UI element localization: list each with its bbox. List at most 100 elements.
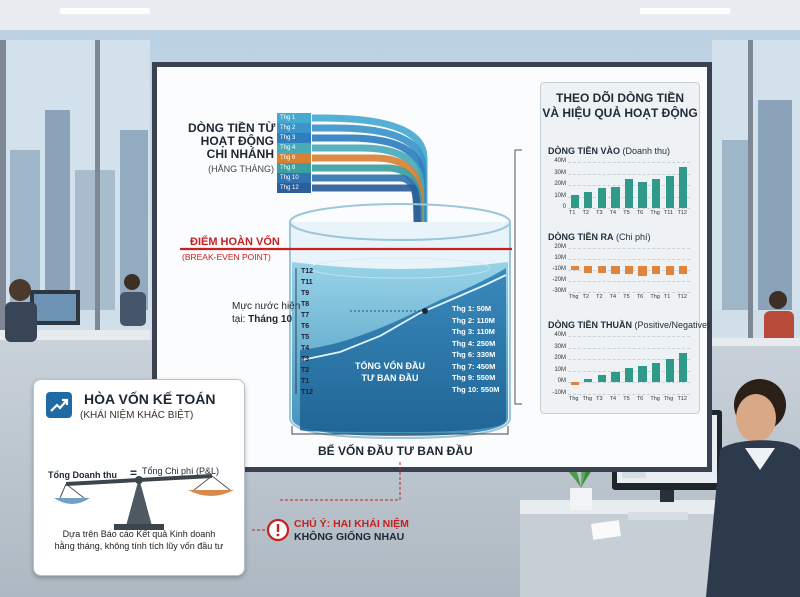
chart-x-tick: T2 <box>582 294 589 300</box>
chart-gridline <box>568 248 690 249</box>
chart-bar <box>584 191 593 208</box>
chart-title: DÒNG TIỀN VÀO (Doanh thu) <box>548 146 670 156</box>
chart-bar <box>570 195 579 208</box>
chart-bar <box>679 166 688 208</box>
chart-bar <box>652 265 661 275</box>
chart-y-tick: -10M <box>552 266 566 272</box>
chart-gridline <box>568 336 690 337</box>
tank-level-label: T9 <box>301 290 310 297</box>
breakeven-label: ĐIỂM HOÀN VỐN <box>190 236 280 248</box>
chart-y-tick: 20M <box>554 181 566 187</box>
chart-x-tick: T2 <box>596 294 603 300</box>
inflow-month-label: Thg 10 <box>277 173 311 183</box>
chart-title-sub: (Doanh thu) <box>620 146 671 156</box>
chart-y-tick: 30M <box>554 343 566 350</box>
inflow-pipe <box>312 114 428 265</box>
chart-x-tick: T5 <box>623 396 630 402</box>
inflow-month-label: Thg 6 <box>277 153 311 163</box>
inflow-month-label: Thg 12 <box>277 183 311 193</box>
chart-bar <box>611 187 620 208</box>
tank-level-label: T6 <box>301 323 310 330</box>
warning-text: CHÚ Ý: HAI KHÁI NIỆM KHÔNG GIỐNG NHAU <box>294 518 409 543</box>
breakeven-sublabel: (BREAK-EVEN POINT) <box>182 252 271 262</box>
panel-title-line2: VÀ HIỆU QUẢ HOẠT ĐỘNG <box>542 106 698 120</box>
cumulative-item: Thg 2: 110M <box>452 315 495 325</box>
chart-y-tick: -20M <box>552 277 566 283</box>
chart-x-tick: Thg <box>650 396 660 402</box>
inflow-month-label: Thg 2 <box>277 123 311 133</box>
chart-y-tick: 10M <box>554 366 566 373</box>
chart-bar <box>570 265 579 270</box>
chart-bar <box>679 265 688 275</box>
inflow-month-label: Thg 4 <box>277 143 311 153</box>
chart-bar <box>679 353 688 383</box>
tank-level-label: T2 <box>301 367 310 374</box>
chart-bar <box>584 378 593 383</box>
chart-y-tick: 10M <box>554 255 566 261</box>
chart-y-tick: 10M <box>554 192 566 199</box>
chart-bar <box>624 265 634 275</box>
warning-icon <box>266 518 290 542</box>
chart-bar <box>624 368 634 383</box>
cumulative-item: Thg 3: 110M <box>452 327 495 336</box>
tank-level-label: T4 <box>301 345 310 352</box>
chart-bar <box>638 366 647 383</box>
chart-gridline <box>568 347 690 349</box>
chart-y-tick: 0M <box>557 378 566 385</box>
chart-gridline <box>568 259 690 260</box>
chart-x-tick: T12 <box>677 210 687 216</box>
current-level-label: Mực nước hiện tại: Tháng 10 <box>232 301 301 325</box>
chart-gridline <box>568 208 690 209</box>
chart-gridline <box>568 173 690 175</box>
info-note: Dựa trên Báo cáo Kết quả Kinh doanh hằng… <box>54 529 224 551</box>
chart-x-tick: Thg <box>650 294 660 300</box>
chart-gridline <box>568 394 690 395</box>
chart-bar <box>665 265 674 276</box>
chart-bar <box>652 179 661 208</box>
tank-level-label: T12 <box>301 389 314 396</box>
chart-bar <box>652 362 661 383</box>
panel-title-line1: THEO DÕI DÒNG TIỀN <box>555 91 684 105</box>
chart-y-tick: 40M <box>554 332 566 338</box>
chart-y-tick: -30M <box>552 288 566 294</box>
chart-x-tick: T4 <box>609 396 617 402</box>
tank-footer-label: BỂ VỐN ĐẦU TƯ BAN ĐẦU <box>318 444 473 458</box>
chart-bar <box>665 175 674 208</box>
chart-x-tick: T12 <box>677 294 687 300</box>
tank-level-label: T3 <box>301 356 310 363</box>
trend-up-icon <box>46 392 72 418</box>
chart-x-tick: Thg <box>663 396 674 402</box>
chart-x-tick: T5 <box>623 294 630 300</box>
chart-y-tick: -10M <box>552 390 566 396</box>
tank-level-label: T7 <box>301 312 310 319</box>
chart-title: DÒNG TIỀN THUẦN (Positive/Negative) <box>548 320 710 330</box>
cumulative-item: Thg 6: 330M <box>452 350 496 359</box>
chart-x-tick: T4 <box>609 210 617 216</box>
chart-gridline <box>568 382 690 384</box>
chart-bar <box>611 371 620 383</box>
current-level-marker <box>422 308 428 314</box>
inflow-title: DÒNG TIỀN TỪ HOẠT ĐỘNG CHI NHÁNH <box>188 121 276 161</box>
chart-x-tick: T1 <box>663 294 671 300</box>
chart-x-tick: Thg <box>582 396 593 402</box>
inflow-month-label: Thg 8 <box>277 163 311 173</box>
chart-bar <box>638 265 647 277</box>
chart-y-tick: 0 <box>562 204 566 210</box>
info-title: HÒA VỐN KẾ TOÁN <box>84 391 216 407</box>
chart-x-tick: T1 <box>569 210 576 216</box>
chart-title-sub: (Chi phí) <box>613 232 651 242</box>
chart-gridline <box>568 359 690 361</box>
chart-bar <box>638 181 647 208</box>
chart-title-main: DÒNG TIỀN RA <box>548 232 614 242</box>
info-left-term: Tổng Doanh thu <box>48 470 117 480</box>
chart-x-tick: T4 <box>609 294 617 300</box>
chart-title-main: DÒNG TIỀN THUẦN <box>548 320 632 330</box>
chart-x-tick: T6 <box>636 294 644 300</box>
cumulative-item: Thg 10: 550M <box>452 384 500 394</box>
chart-x-tick: T3 <box>596 396 603 402</box>
chart-bar <box>597 188 606 208</box>
cumulative-area <box>300 268 506 432</box>
chart-title-main: DÒNG TIỀN VÀO <box>548 146 621 156</box>
chart-gridline <box>568 292 690 293</box>
chart-x-tick: Thg <box>569 294 579 300</box>
